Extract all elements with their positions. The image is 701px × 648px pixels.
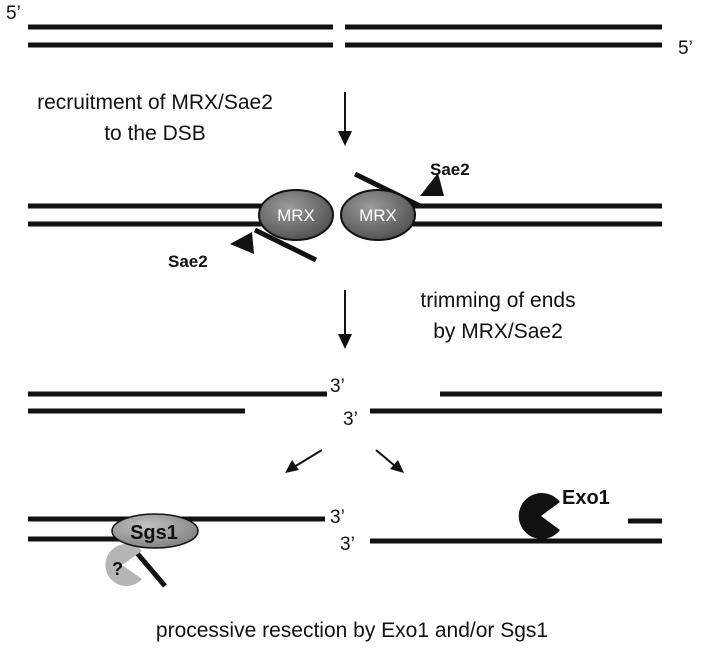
five-prime-label-bottom: 5’ [678, 38, 693, 59]
resection-caption: processive resection by Exo1 and/or Sgs1 [156, 619, 548, 642]
unknown-nuclease-shape [105, 544, 142, 587]
trimming-caption-line1: trimming of ends [420, 289, 575, 312]
three-prime-label-bottom: 3’ [343, 409, 358, 430]
stage4-sgs1-pathway: 3’ ? Sgs1 [28, 507, 345, 588]
sae2-bottom-wedge [230, 232, 254, 254]
left-diagonal-arrow-shaft [293, 449, 323, 468]
sgs1-helicase [111, 513, 199, 549]
sae2-label-bottom: Sae2 [168, 252, 208, 271]
stage2-mrx-bound: MRX MRX Sae2 Sae2 [28, 160, 662, 271]
three-prime-label-top: 3’ [330, 507, 345, 528]
mrx-label-left: MRX [277, 206, 315, 225]
trimming-caption-line2: by MRX/Sae2 [433, 320, 563, 343]
stage4-exo1-pathway: 3’ Exo1 [340, 487, 662, 555]
step2-trimming: trimming of ends by MRX/Sae2 [338, 289, 576, 349]
mrx-complex-left [258, 189, 334, 241]
step1-recruitment: recruitment of MRX/Sae2 to the DSB [37, 91, 352, 146]
five-prime-label-top: 5’ [6, 3, 21, 24]
sae2-top-wedge [420, 173, 444, 196]
three-prime-label-bottom: 3’ [340, 534, 355, 555]
right-diagonal-arrow-head [390, 460, 404, 473]
mrx-label-right: MRX [359, 206, 397, 225]
sgs1-label: Sgs1 [130, 522, 178, 544]
right-diagonal-arrow-shaft [375, 449, 396, 467]
down-arrow-1-head [338, 131, 352, 146]
unknown-nuclease-label: ? [112, 559, 123, 579]
down-arrow-2-head [338, 334, 352, 349]
stage3-trimmed-ends: 3’ 3’ [28, 376, 662, 430]
stage1-broken-dna: 5’ 5’ [6, 3, 693, 59]
left-flap-strand [253, 227, 318, 263]
exo1-nuclease-shape [518, 493, 560, 539]
mrx-complex-right [340, 189, 416, 241]
left-diagonal-arrow-head [285, 460, 299, 473]
recruitment-caption-line2: to the DSB [104, 122, 206, 145]
exo1-label: Exo1 [562, 487, 610, 509]
recruitment-caption-line1: recruitment of MRX/Sae2 [37, 91, 273, 114]
three-prime-label-top: 3’ [330, 376, 345, 397]
diverging-arrows [285, 449, 404, 473]
sae2-label-top: Sae2 [430, 160, 470, 179]
